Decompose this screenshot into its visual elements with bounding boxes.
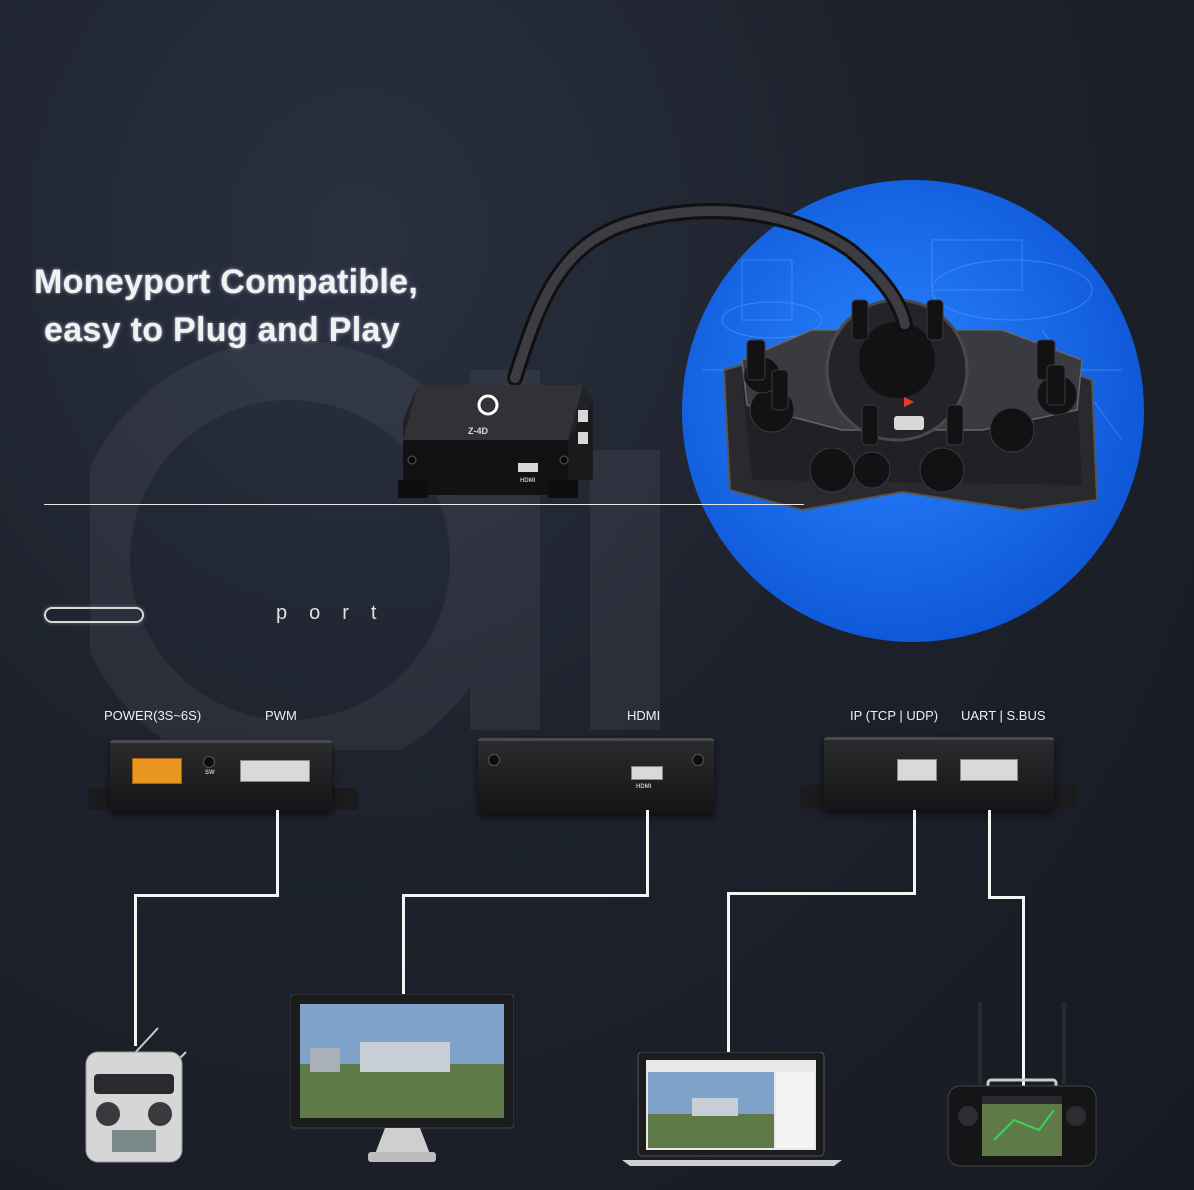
pwm-connector-icon (240, 760, 310, 782)
gimbal-mount-image (682, 180, 1144, 642)
panel-face (824, 737, 1054, 810)
headline-line-1: Moneyport Compatible, (34, 263, 419, 301)
wire-pwm (134, 894, 279, 897)
uart-connector-icon (960, 759, 1018, 781)
wire-hdmi (402, 894, 405, 996)
hdmi-port-label: HDMI (636, 784, 652, 790)
switch-label: SW (205, 770, 215, 776)
laptop-icon (622, 1051, 842, 1166)
label-pwm: PWM (265, 708, 297, 723)
wire-ip (913, 810, 916, 894)
monitor-icon (289, 993, 515, 1166)
divider-line (44, 504, 804, 505)
label-hdmi: HDMI (627, 708, 661, 723)
section-title: port (276, 602, 399, 624)
headline: Moneyport Compatible, easy to Plug and P… (34, 258, 418, 354)
panel-hdmi: HDMI (476, 736, 716, 813)
z4d-device: Z-4D HDMI (398, 380, 598, 500)
z4d-hdmi-label: HDMI (520, 478, 536, 484)
label-ip: IP (TCP | UDP) (850, 708, 939, 723)
label-power: POWER(3S~6S) (104, 708, 202, 723)
wire-pwm (276, 810, 279, 896)
wire-uart (988, 896, 1025, 899)
screw-icon (692, 754, 704, 766)
wire-hdmi (402, 894, 649, 897)
wire-uart (1022, 896, 1025, 1086)
headline-line-2: easy to Plug and Play (44, 311, 400, 349)
hdmi-port-icon (631, 766, 663, 780)
switch-icon (203, 756, 215, 768)
wire-uart (988, 810, 991, 898)
wire-ip (727, 892, 916, 895)
label-uart: UART | S.BUS (961, 708, 1046, 723)
xt60-connector-icon (132, 758, 182, 784)
panel-face (478, 738, 714, 813)
z4d-model-label: Z-4D (468, 426, 488, 436)
wire-pwm (134, 894, 137, 1046)
rc-transmitter-icon (78, 1024, 190, 1164)
panel-power-pwm: SW (88, 738, 358, 811)
screw-icon (488, 754, 500, 766)
panel-ip-uart (800, 735, 1078, 810)
section-pill (44, 607, 144, 623)
wire-hdmi (646, 810, 649, 896)
ground-station-icon (944, 1000, 1100, 1170)
ethernet-connector-icon (897, 759, 937, 781)
wire-ip (727, 892, 730, 1054)
